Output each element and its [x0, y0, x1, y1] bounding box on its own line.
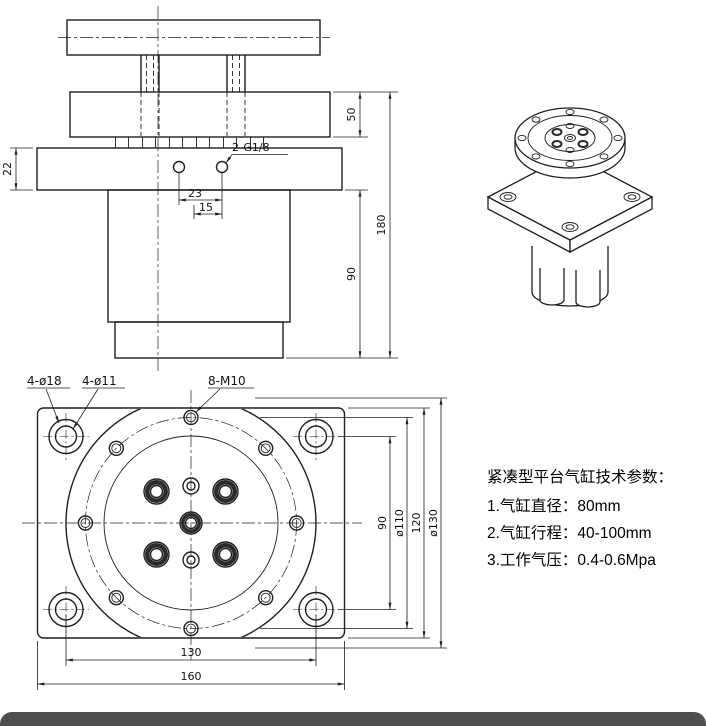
dim-22-label: 22	[1, 162, 14, 176]
iso-rod-left	[539, 268, 565, 306]
center-hole-cluster	[143, 477, 239, 569]
callout-4-d11: 4-ø11	[72, 374, 125, 430]
spec-heading: 紧凑型平台气缸技术参数：	[487, 469, 674, 486]
counterbore-hole	[143, 541, 170, 568]
stud-group-left	[140, 55, 160, 136]
dim-120-label: 120	[410, 513, 423, 534]
dim-180: 180	[375, 91, 392, 359]
isometric-view	[486, 107, 654, 308]
callout-4-d18: 4-ø18	[27, 374, 70, 424]
counterbore-hole	[212, 478, 239, 505]
cbore-label: 4-ø18	[27, 374, 62, 388]
m10-holes	[77, 409, 305, 637]
base-plate	[36, 407, 346, 639]
spec-item-stroke: 2.气缸行程：40-100mm	[487, 525, 652, 542]
port-hole-top	[182, 477, 200, 495]
dim-23-label: 23	[188, 187, 202, 200]
center-hole	[179, 511, 203, 535]
dim-d130: ø130	[427, 397, 443, 649]
air-port-right	[215, 160, 229, 174]
dim-23: 23	[178, 173, 223, 219]
air-port-left	[172, 160, 186, 174]
platform-plate	[69, 91, 331, 138]
plan-view: 4-ø18 4-ø11 8-M10 90 ø110	[22, 374, 447, 690]
flange-plate	[36, 147, 343, 191]
dim-90-plan: 90	[376, 436, 392, 610]
dim-90-front-label: 90	[345, 267, 358, 281]
top-plate	[66, 19, 321, 56]
port-hole-bottom	[182, 551, 200, 569]
inner-circle	[103, 435, 279, 611]
counterbore-hole	[143, 478, 170, 505]
dim-d110-label: ø110	[393, 509, 406, 537]
dim-15-label: 15	[199, 201, 213, 214]
dim-130: 130	[65, 646, 317, 662]
bottom-bar	[0, 712, 706, 726]
cylinder-body-lower	[114, 321, 284, 359]
dim-160: 160	[37, 670, 345, 686]
dim-50: 50	[345, 91, 362, 138]
dim-15: 15	[193, 201, 223, 219]
dim-90-plan-label: 90	[376, 516, 389, 530]
counterbore-hole	[212, 541, 239, 568]
ports-callout: 2-G1/8	[225, 141, 288, 164]
spec-item-diameter: 1.气缸直径：80mm	[487, 498, 621, 515]
dim-160-label: 160	[181, 670, 202, 683]
iso-platform	[514, 107, 626, 179]
dim-90-front: 90	[345, 189, 362, 359]
dim-50-label: 50	[345, 108, 358, 122]
dim-d130-label: ø130	[427, 509, 440, 537]
callout-8-m10: 8-M10	[195, 374, 254, 413]
thread-label: 8-M10	[208, 374, 246, 388]
body-circle	[65, 409, 317, 637]
hole-label: 4-ø11	[82, 374, 117, 388]
iso-flange	[486, 153, 654, 254]
dim-120: 120	[410, 407, 426, 639]
spec-panel: 紧凑型平台气缸技术参数： 1.气缸直径：80mm 2.气缸行程：40-100mm…	[487, 464, 702, 574]
front-view: 22 2-G1/8 23 15 50	[1, 6, 398, 372]
dim-180-label: 180	[375, 215, 388, 236]
stud-group-right	[226, 55, 246, 136]
iso-rod-right	[575, 270, 601, 308]
ports-label: 2-G1/8	[232, 141, 270, 154]
dim-d110: ø110	[393, 417, 409, 629]
spec-item-pressure: 3.工作气压：0.4-0.6Mpa	[487, 552, 656, 569]
bolt-circle	[85, 417, 297, 629]
dim-22: 22	[1, 147, 33, 191]
dim-130-label: 130	[181, 646, 202, 659]
